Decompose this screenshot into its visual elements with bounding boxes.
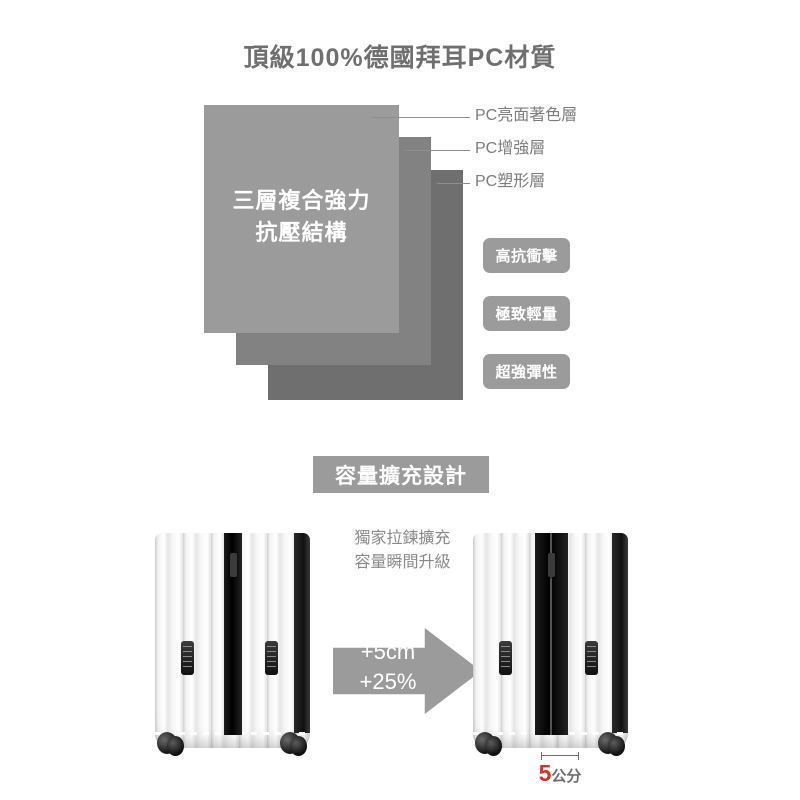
tsa-lock-right: [585, 641, 598, 675]
leader-line-1: [372, 117, 470, 118]
section-header-expansion: 容量擴充設計: [313, 456, 489, 493]
tsa-lock-left: [181, 641, 194, 675]
zipper-expanded: [534, 533, 568, 736]
zipper-pull-icon: [229, 553, 237, 577]
measurement-unit: 公分: [551, 768, 582, 785]
feature-badge-lightweight: 極致輕量: [483, 296, 570, 331]
zipper-closed: [223, 533, 242, 736]
stack-caption: 三層複合強力 抗壓結構: [232, 188, 371, 245]
tsa-lock-right: [265, 641, 278, 675]
layer-label-2: PC增強層: [475, 140, 546, 157]
measurement-tick-left: [541, 752, 542, 760]
leader-line-2: [405, 150, 470, 151]
measurement-value: 5: [538, 760, 552, 786]
measurement-bar: [541, 755, 579, 756]
suitcase-collapsed: [155, 533, 310, 756]
measurement-label: 5公分: [520, 760, 600, 787]
spinner-wheel-right: [598, 732, 626, 762]
material-layer-1: [204, 105, 399, 333]
measurement-bracket: [541, 752, 579, 760]
expansion-arrow-label: +5cm +25%: [359, 639, 417, 694]
spinner-wheel-left: [157, 732, 185, 762]
measurement-tick-right: [578, 752, 579, 760]
zipper-pull-icon: [548, 553, 555, 577]
spinner-wheel-right: [280, 732, 308, 762]
layer-label-3: PC塑形層: [475, 173, 546, 190]
expansion-note: 獨家拉鍊擴充 容量瞬間升級: [354, 530, 451, 571]
feature-badge-elastic: 超強彈性: [483, 354, 570, 389]
suitcase-expanded: [473, 533, 628, 756]
leader-line-3: [437, 183, 470, 184]
page-title: 頂級100%德國拜耳PC材質: [243, 44, 557, 72]
spinner-wheel-left: [475, 732, 503, 762]
suitcase-side-panel: [612, 533, 628, 733]
suitcase-side-panel: [294, 533, 310, 733]
feature-badge-impact: 高抗衝擊: [483, 238, 570, 273]
tsa-lock-left: [499, 641, 512, 675]
layer-label-1: PC亮面著色層: [475, 107, 578, 124]
